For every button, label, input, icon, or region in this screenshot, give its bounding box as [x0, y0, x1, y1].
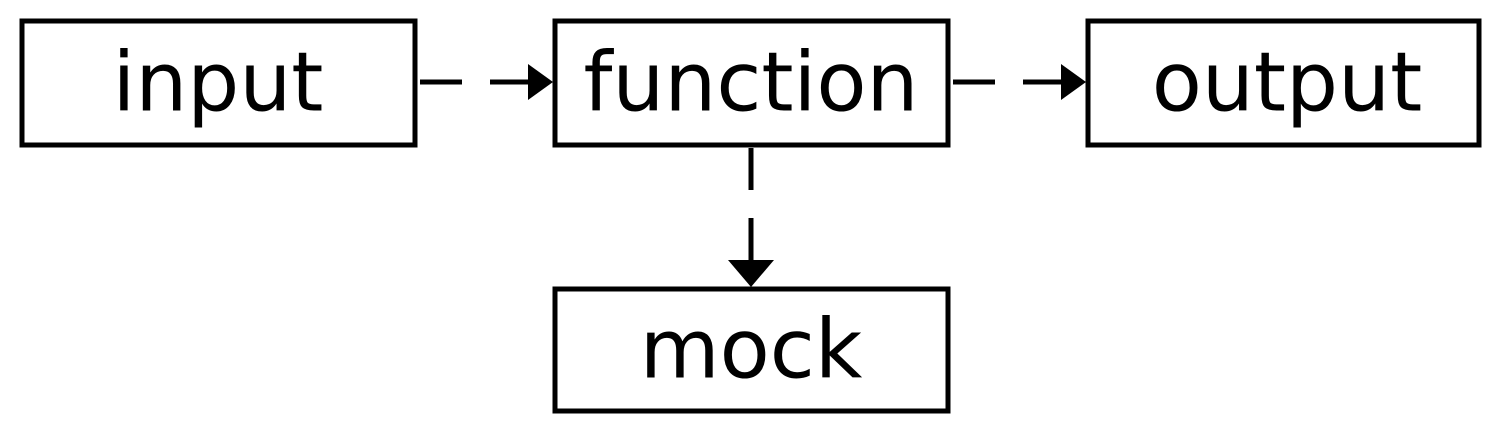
node-mock-label: mock: [640, 303, 863, 398]
arrow-head-icon: [728, 260, 774, 287]
edge-input-to-function: [420, 64, 553, 100]
edge-function-to-output: [953, 64, 1086, 100]
node-function: function: [552, 18, 951, 148]
node-output-box: [1085, 18, 1482, 148]
node-mock: mock: [552, 286, 951, 414]
node-mock-box: [552, 286, 951, 414]
edge-function-to-mock: [728, 148, 774, 287]
arrow-head-icon: [528, 64, 553, 100]
node-function-box: [552, 18, 951, 148]
node-input-box: [19, 18, 418, 148]
arrow-head-icon: [1061, 64, 1086, 100]
node-function-label: function: [584, 36, 919, 131]
node-input-label: input: [113, 36, 324, 131]
node-input: input: [19, 18, 418, 148]
node-output-label: output: [1152, 36, 1422, 131]
node-output: output: [1085, 18, 1482, 148]
